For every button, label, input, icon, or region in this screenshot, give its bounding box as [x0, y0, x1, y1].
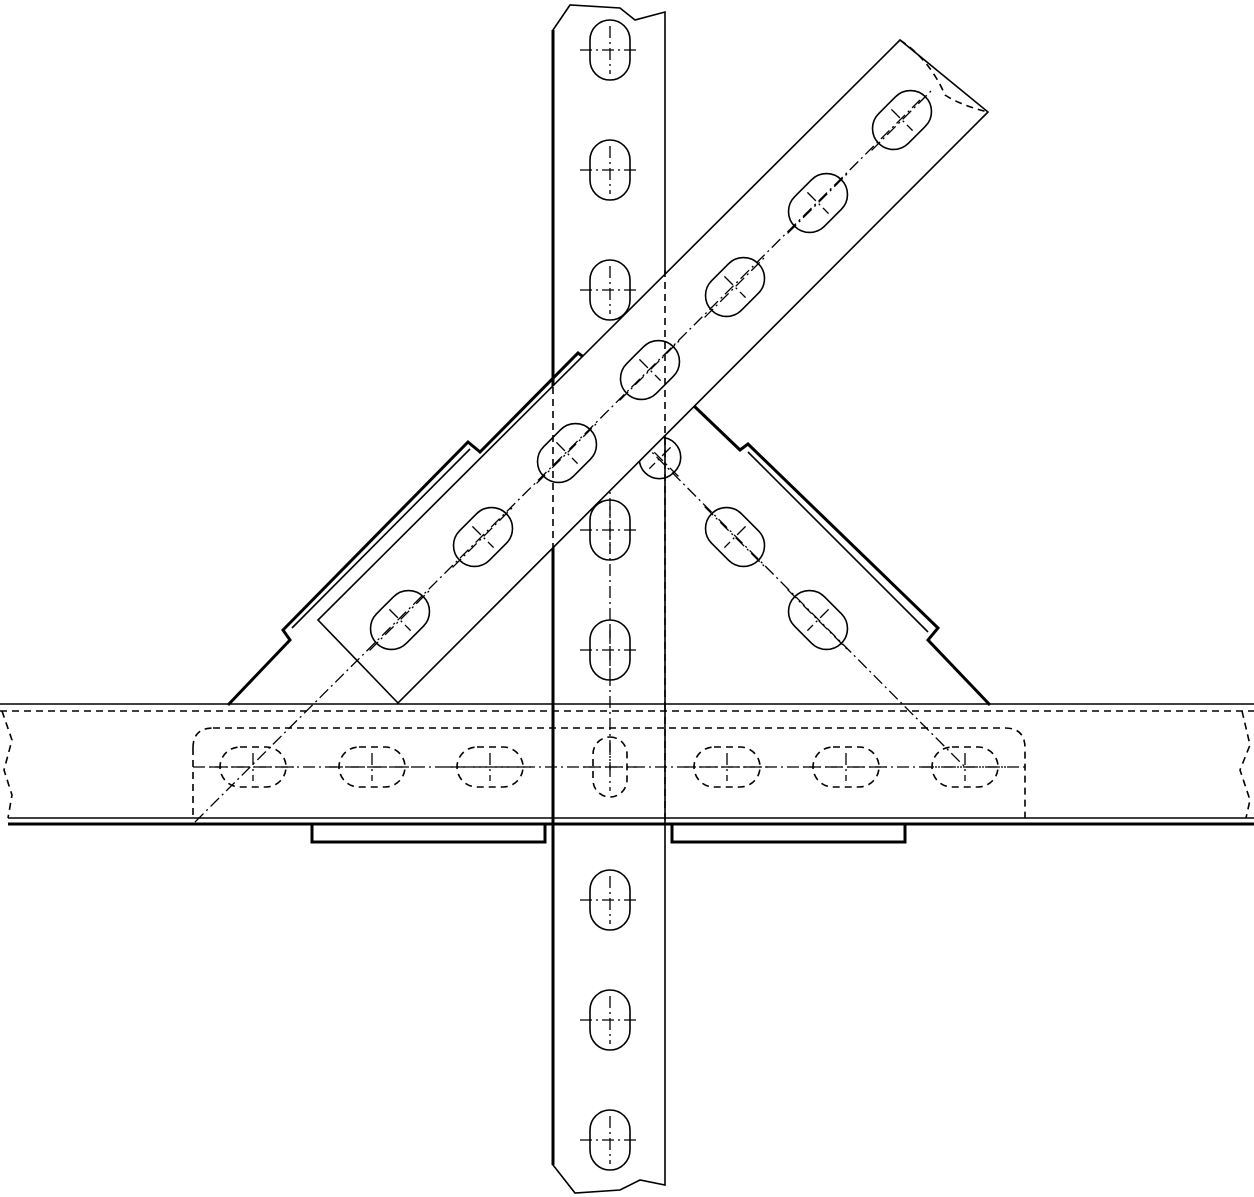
- slot-hole: [787, 172, 849, 234]
- slot-hole: [580, 869, 640, 931]
- slot-hole: [871, 89, 933, 151]
- slot-hole: [684, 746, 770, 788]
- slot-hole: [580, 19, 640, 81]
- slot-hole: [922, 746, 1008, 788]
- slot-hole: [580, 139, 640, 201]
- slot-hole: [369, 589, 431, 651]
- slot-hole: [580, 989, 640, 1051]
- slot-hole: [452, 506, 514, 568]
- hidden-edges: [552, 270, 666, 822]
- slot-hole: [704, 256, 766, 318]
- support-brackets: [310, 824, 907, 844]
- slot-hole: [580, 1109, 640, 1171]
- slot-hole: [704, 506, 766, 568]
- slot-hole: [447, 746, 533, 788]
- slot-hole: [580, 259, 640, 321]
- vertical-bar: [551, 4, 666, 1194]
- slot-hole: [803, 746, 889, 788]
- slot-hole: [536, 422, 598, 484]
- horizontal-bar: [0, 703, 1254, 826]
- slot-hole: [787, 589, 849, 651]
- diagonal-bar: [194, 38, 990, 823]
- slot-hole: [329, 746, 415, 788]
- slot-hole: [210, 746, 296, 788]
